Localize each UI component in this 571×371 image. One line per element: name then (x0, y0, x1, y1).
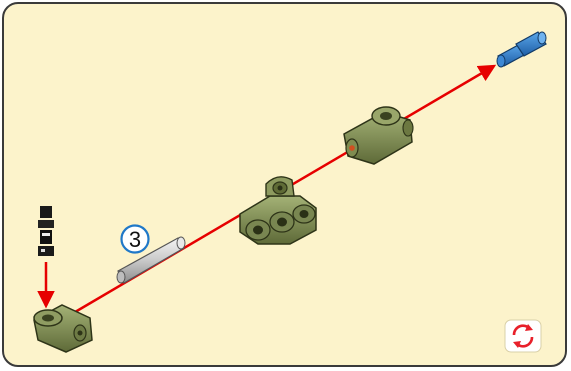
triple-connector-part (239, 176, 317, 245)
step-number-text: 3 (129, 227, 141, 252)
rotate-model-button[interactable] (503, 318, 543, 354)
blue-axle-pin-part (496, 31, 547, 68)
rotate-icon (504, 319, 542, 353)
step-number-badge: 3 (120, 224, 150, 254)
cross-connector-part (343, 106, 414, 165)
angle-connector-part (33, 304, 93, 353)
axle-part (116, 236, 186, 284)
half-bush-part (38, 206, 54, 256)
